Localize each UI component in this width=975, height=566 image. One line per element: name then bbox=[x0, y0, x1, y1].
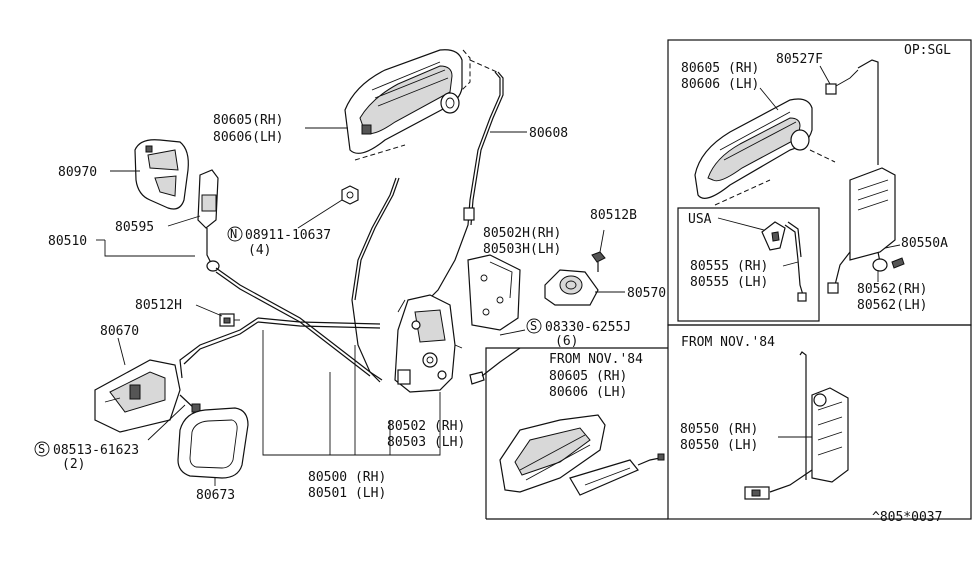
inside-handle-80670 bbox=[94, 359, 181, 433]
nut-08911 bbox=[341, 185, 359, 205]
label-op-80527f: 80527F bbox=[776, 52, 823, 67]
label-08513: 08513-61623 bbox=[53, 443, 139, 458]
label-80502: 80502 (RH) bbox=[387, 419, 465, 434]
circle-n-symbol bbox=[227, 226, 243, 242]
label-80501: 80501 (LH) bbox=[308, 486, 386, 501]
from-nov84-right-box bbox=[667, 324, 972, 520]
from-nov84-handle bbox=[499, 414, 665, 496]
from-nov84-left-box bbox=[485, 347, 668, 519]
label-08911-qty: (4) bbox=[248, 243, 271, 258]
rod-80608 bbox=[417, 59, 504, 311]
label-usa-80555b: 80555 (LH) bbox=[690, 275, 768, 290]
lock-bracket-80502h bbox=[467, 254, 521, 331]
label-nov84-80606: 80606 (LH) bbox=[549, 385, 627, 400]
label-nov84-left-title: FROM NOV.'84 bbox=[549, 352, 643, 367]
circle-s-symbol-2 bbox=[34, 441, 50, 457]
svg-text:N: N bbox=[230, 227, 237, 241]
label-80595: 80595 bbox=[115, 220, 154, 235]
label-08330: 08330-6255J bbox=[545, 320, 631, 335]
label-op-80605: 80605 (RH) bbox=[681, 61, 759, 76]
label-80512b: 80512B bbox=[590, 208, 637, 223]
usa-switch-80555 bbox=[761, 221, 807, 302]
striker-80570 bbox=[544, 269, 599, 306]
door-rods-80500 bbox=[179, 177, 400, 381]
label-80570: 80570 bbox=[627, 286, 666, 301]
circle-s-symbol bbox=[526, 318, 542, 334]
clip-80512h bbox=[219, 313, 240, 327]
label-80673: 80673 bbox=[196, 488, 235, 503]
label-nov84-80550b: 80550 (LH) bbox=[680, 438, 758, 453]
label-op-80562b: 80562(LH) bbox=[857, 298, 927, 313]
label-op-80606: 80606 (LH) bbox=[681, 77, 759, 92]
label-80670: 80670 bbox=[100, 324, 139, 339]
bezel-80673 bbox=[177, 407, 249, 479]
lock-knob-rod-80595 bbox=[197, 169, 381, 383]
svg-text:S: S bbox=[530, 319, 537, 333]
label-08513-qty: (2) bbox=[62, 457, 85, 472]
label-80503h: 80503H(LH) bbox=[483, 242, 561, 257]
svg-text:S: S bbox=[38, 442, 45, 456]
footer-diagram-code: ^805*0037 bbox=[872, 510, 942, 525]
label-nov84-80550a: 80550 (RH) bbox=[680, 422, 758, 437]
label-80512h: 80512H bbox=[135, 298, 182, 313]
label-op-sgl: OP:SGL bbox=[904, 43, 951, 58]
label-nov84-80605: 80605 (RH) bbox=[549, 369, 627, 384]
label-80608: 80608 bbox=[529, 126, 568, 141]
bolt-80512b bbox=[591, 251, 606, 272]
op-sgl-cable-actuator bbox=[825, 59, 905, 294]
label-usa-80555a: 80555 (RH) bbox=[690, 259, 768, 274]
label-80500: 80500 (RH) bbox=[308, 470, 386, 485]
label-80605-rh-top: 80605(RH) bbox=[213, 113, 283, 128]
label-80502h: 80502H(RH) bbox=[483, 226, 561, 241]
label-80970: 80970 bbox=[58, 165, 97, 180]
label-op-80550a: 80550A bbox=[901, 236, 948, 251]
screw-08330 bbox=[469, 347, 521, 385]
escutcheon-80970 bbox=[134, 139, 189, 210]
panel-frames bbox=[485, 39, 972, 520]
from-nov84-actuator bbox=[744, 351, 849, 500]
label-80606-lh-top: 80606(LH) bbox=[213, 130, 283, 145]
label-08330-qty: (6) bbox=[555, 334, 578, 349]
label-80503: 80503 (LH) bbox=[387, 435, 465, 450]
door-lock-assembly-80502 bbox=[394, 294, 463, 393]
op-sgl-handle bbox=[694, 98, 836, 206]
label-op-80562a: 80562(RH) bbox=[857, 282, 927, 297]
screw-08513 bbox=[179, 394, 201, 413]
label-08911: 08911-10637 bbox=[245, 228, 331, 243]
label-nov84-right-title: FROM NOV.'84 bbox=[681, 335, 775, 350]
usa-box bbox=[677, 207, 820, 322]
label-usa: USA bbox=[688, 212, 712, 227]
label-80510: 80510 bbox=[48, 234, 87, 249]
outside-handle-top bbox=[344, 49, 471, 161]
